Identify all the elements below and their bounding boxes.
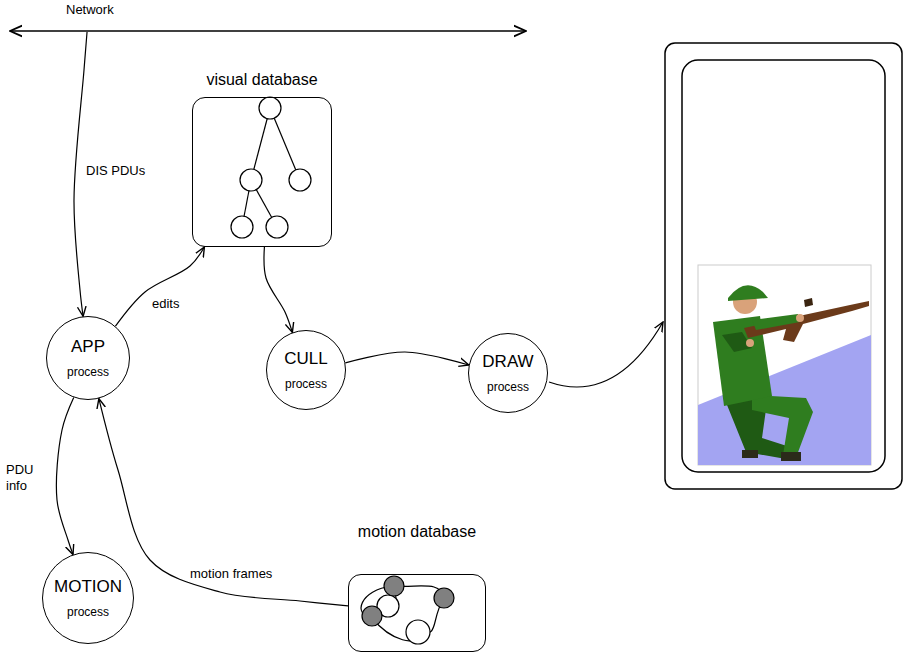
soldier-figure-part bbox=[781, 452, 801, 461]
connector-arrow bbox=[99, 399, 348, 606]
process-caption: process bbox=[67, 365, 109, 379]
database-title: motion database bbox=[358, 522, 476, 541]
soldier-figure-part bbox=[744, 301, 869, 342]
soldier-figure-part bbox=[752, 395, 813, 455]
edge-label: motion frames bbox=[188, 566, 274, 582]
scene-tree bbox=[231, 97, 311, 238]
network-bus-part bbox=[10, 30, 526, 32]
edge-label: edits bbox=[150, 296, 181, 312]
soldier-figure-part bbox=[746, 339, 754, 347]
network-bus bbox=[10, 31, 526, 32]
motion-graph-part bbox=[362, 606, 382, 626]
display-window bbox=[665, 43, 902, 489]
database-box: motion database bbox=[348, 522, 486, 652]
soldier-figure bbox=[713, 285, 869, 461]
soldier-figure-part bbox=[796, 314, 804, 322]
connector-arrow bbox=[115, 247, 204, 326]
motion-graph-part bbox=[434, 588, 454, 608]
database-frame bbox=[192, 97, 332, 247]
soldier-figure-part bbox=[804, 298, 813, 307]
process-name: DRAW bbox=[482, 352, 533, 372]
process-name: APP bbox=[71, 337, 105, 357]
display-arrow-part bbox=[549, 322, 663, 387]
process-caption: process bbox=[487, 380, 529, 394]
process-circle: APP process bbox=[46, 316, 130, 400]
soldier-figure-part bbox=[742, 450, 758, 458]
database-frame bbox=[348, 574, 486, 652]
process-circle: CULL process bbox=[266, 330, 346, 410]
connector-arrow bbox=[345, 352, 468, 365]
soldier-figure-part bbox=[728, 285, 768, 301]
network-bus: Network bbox=[0, 0, 540, 32]
motion-graph-part bbox=[406, 620, 430, 644]
network-label: Network bbox=[66, 2, 114, 18]
motion-graph-part bbox=[384, 576, 404, 596]
connector-arrow bbox=[56, 398, 73, 555]
database-title: visual database bbox=[206, 70, 317, 89]
display-window-part bbox=[665, 43, 902, 489]
database-box: visual database bbox=[192, 70, 332, 247]
scene-tree-part bbox=[266, 216, 288, 238]
process-circle: DRAW process bbox=[468, 333, 548, 413]
process-caption: process bbox=[67, 605, 109, 619]
process-name: MOTION bbox=[54, 577, 122, 597]
soldier-figure-part bbox=[752, 314, 800, 330]
scene-tree-part bbox=[289, 169, 311, 191]
process-caption: process bbox=[285, 377, 327, 391]
display-window-part bbox=[682, 60, 885, 472]
process-name: CULL bbox=[284, 349, 327, 369]
scene-tree-part bbox=[240, 169, 262, 191]
process-circle: MOTION process bbox=[42, 552, 134, 644]
scene-tree-part bbox=[259, 97, 281, 119]
edge-label: PDU info bbox=[4, 462, 50, 493]
display-window-part bbox=[698, 265, 871, 465]
display-arrow bbox=[549, 322, 663, 387]
motion-graph bbox=[361, 576, 454, 644]
edge-label: DIS PDUs bbox=[84, 163, 147, 179]
scene-tree-part bbox=[231, 216, 253, 238]
connector-arrow bbox=[264, 247, 292, 332]
scene-tree-part bbox=[270, 108, 300, 180]
